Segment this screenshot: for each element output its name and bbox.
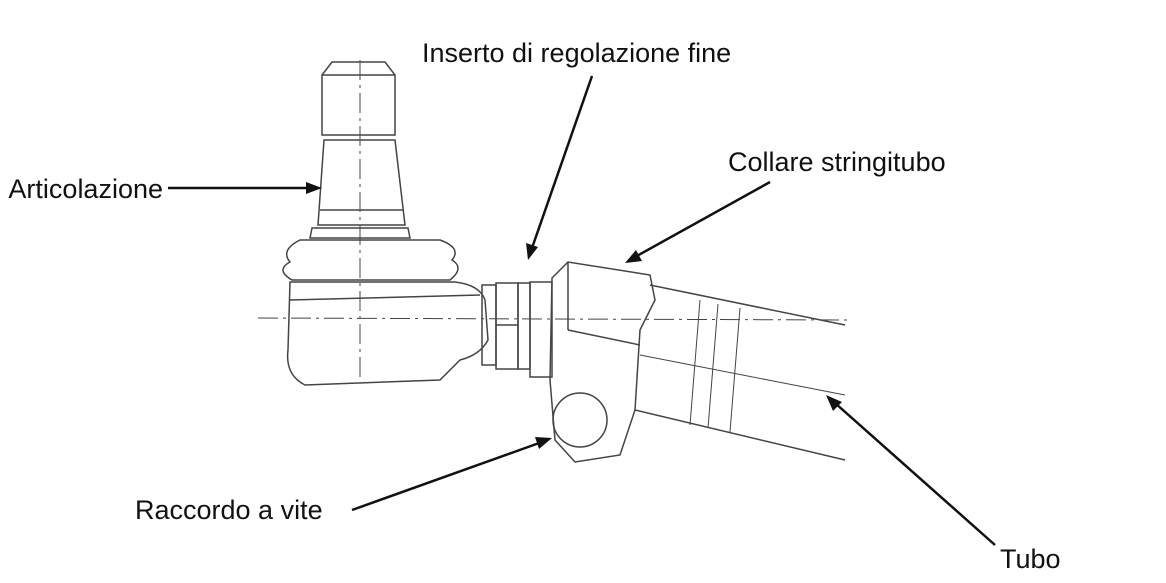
label-joint: Articolazione [8, 174, 163, 204]
label-fine-adjust-insert: Inserto di regolazione fine [422, 38, 732, 68]
rubber-boot [282, 239, 459, 281]
screw-head [552, 392, 608, 448]
joint-housing [286, 281, 489, 386]
label-tube: Tubo [1000, 544, 1061, 574]
center-line [257, 317, 851, 321]
label-clamp-collar: Collare stringitubo [728, 147, 946, 177]
tube [634, 284, 846, 461]
ball-joint-stud [309, 61, 411, 239]
adjust-insert [481, 281, 553, 378]
clamp-collar [549, 261, 656, 463]
label-screw-fitting: Raccordo a vite [135, 495, 323, 525]
